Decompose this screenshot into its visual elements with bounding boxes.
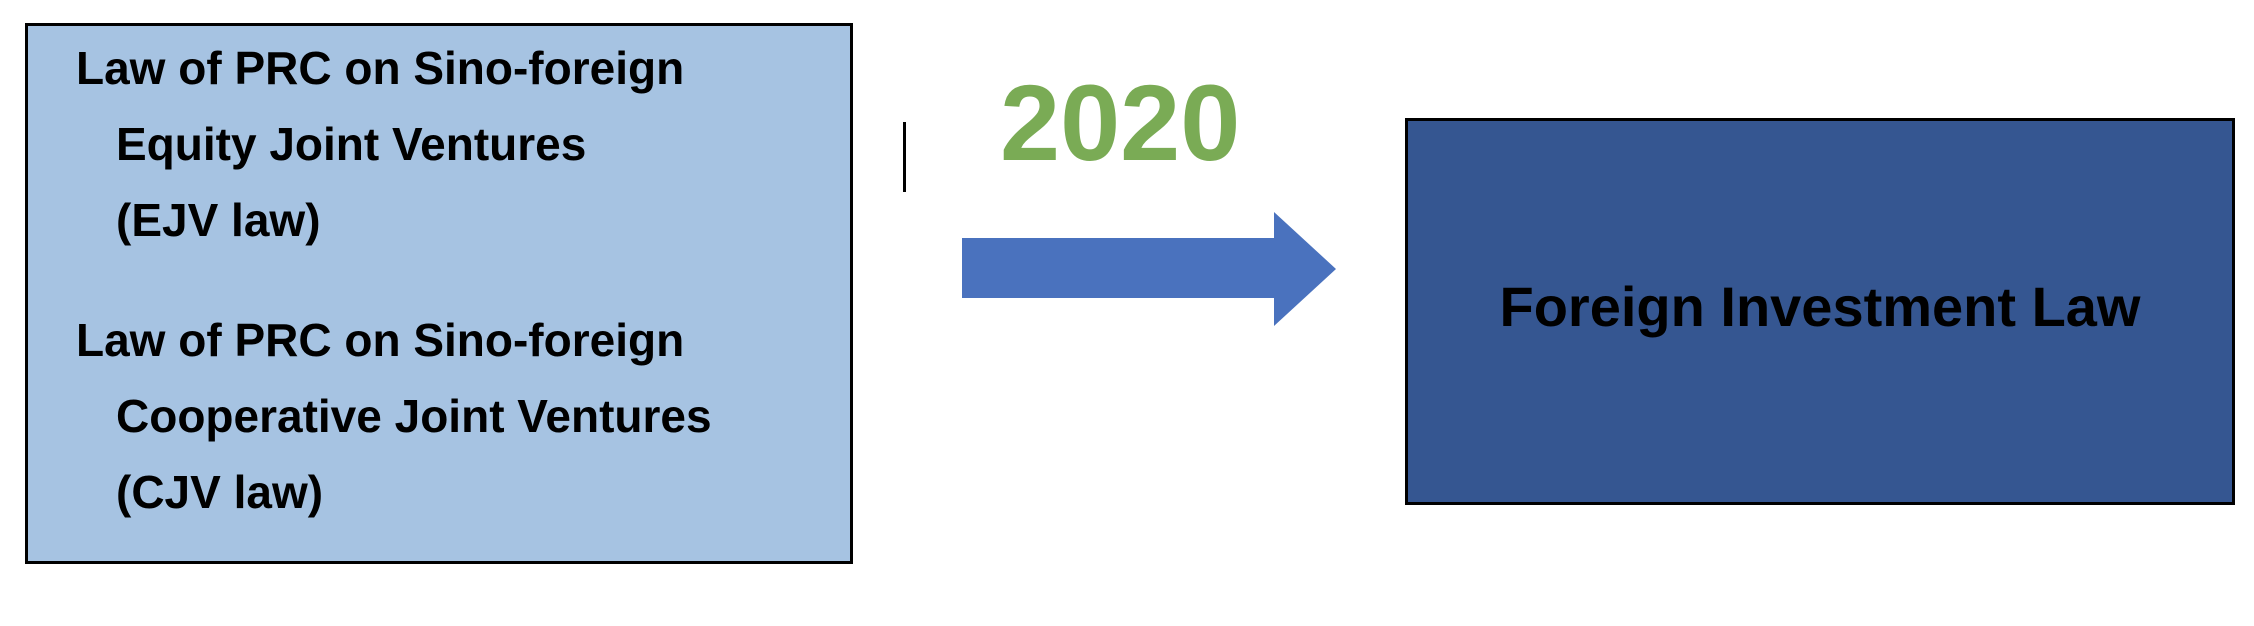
law-entry-ejv: Law of PRC on Sino-foreign Equity Joint … (76, 30, 684, 258)
arrow-shape (962, 212, 1336, 326)
law-entry-line: Equity Joint Ventures (116, 118, 587, 170)
law-entry-line: Cooperative Joint Ventures (116, 390, 712, 442)
right-arrow-icon (962, 212, 1336, 326)
old-laws-box: Law of PRC on Sino-foreign Equity Joint … (25, 23, 853, 564)
law-entry-line: Law of PRC on Sino-foreign (76, 42, 685, 94)
new-law-box: Foreign Investment Law (1405, 118, 2235, 505)
law-entry-line: (EJV law) (116, 194, 321, 246)
text-cursor (903, 122, 906, 192)
law-entry-line: (CJV law) (116, 466, 324, 518)
law-entry-cjv: Law of PRC on Sino-foreign Cooperative J… (76, 302, 712, 530)
transition-year: 2020 (1000, 62, 1241, 183)
law-entry-line: Law of PRC on Sino-foreign (76, 314, 685, 366)
new-law-title: Foreign Investment Law (1499, 274, 2141, 338)
